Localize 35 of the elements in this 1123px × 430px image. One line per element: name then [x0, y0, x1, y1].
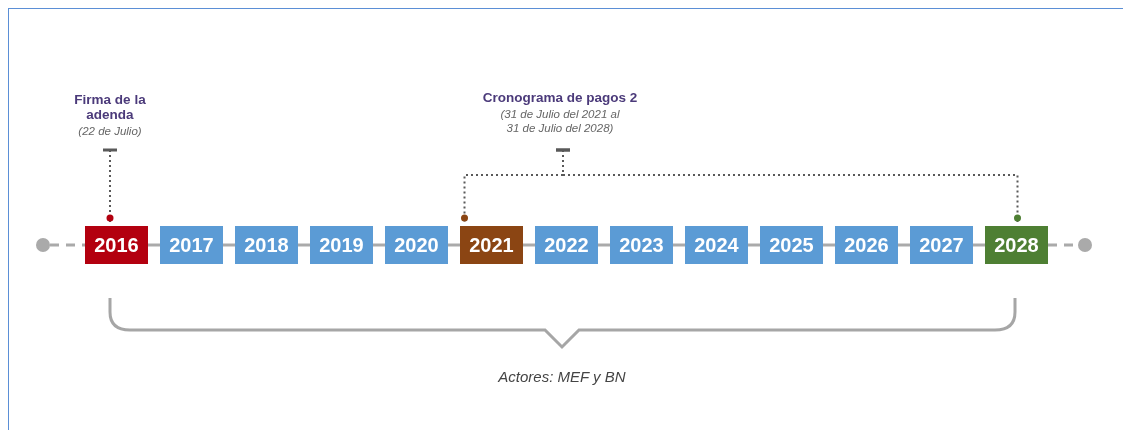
- leader-line: [103, 148, 117, 223]
- year-box: 2021: [460, 226, 523, 264]
- timeline-connector: [523, 243, 535, 247]
- year-box: 2017: [160, 226, 223, 264]
- timeline-connector: [223, 243, 235, 247]
- year-box: 2016: [85, 226, 148, 264]
- annotation-date: (31 de Julio del 2021 al 31 de Julio del 2028): [499, 107, 621, 135]
- leader-line: [556, 148, 1021, 223]
- timeline-connector: [898, 243, 910, 247]
- annotation-date: (22 de Julio): [77, 124, 143, 138]
- timeline-end-dot: [36, 238, 50, 252]
- year-box: 2019: [310, 226, 373, 264]
- annotation-heading: Firma de la adenda: [73, 92, 147, 122]
- year-box: 2026: [835, 226, 898, 264]
- timeline-connector: [448, 243, 460, 247]
- timeline-connector: [148, 243, 160, 247]
- actors-caption: Actores: MEF y BN: [496, 368, 627, 385]
- year-box: 2020: [385, 226, 448, 264]
- year-box: 2025: [760, 226, 823, 264]
- timeline-end-dot: [1078, 238, 1092, 252]
- year-box: 2028: [985, 226, 1048, 264]
- timeline-connector: [673, 243, 685, 247]
- timeline-connector: [823, 243, 835, 247]
- timeline-connector: [598, 243, 610, 247]
- timeline-connector: [748, 243, 760, 247]
- year-box: 2018: [235, 226, 298, 264]
- year-box: 2027: [910, 226, 973, 264]
- timeline-connector: [50, 243, 85, 247]
- timeline-connector: [973, 243, 985, 247]
- timeline-connector: [373, 243, 385, 247]
- year-box: 2023: [610, 226, 673, 264]
- year-box: 2022: [535, 226, 598, 264]
- annotation-heading: Cronograma de pagos 2: [481, 90, 639, 105]
- year-box: 2024: [685, 226, 748, 264]
- timeline-connector: [298, 243, 310, 247]
